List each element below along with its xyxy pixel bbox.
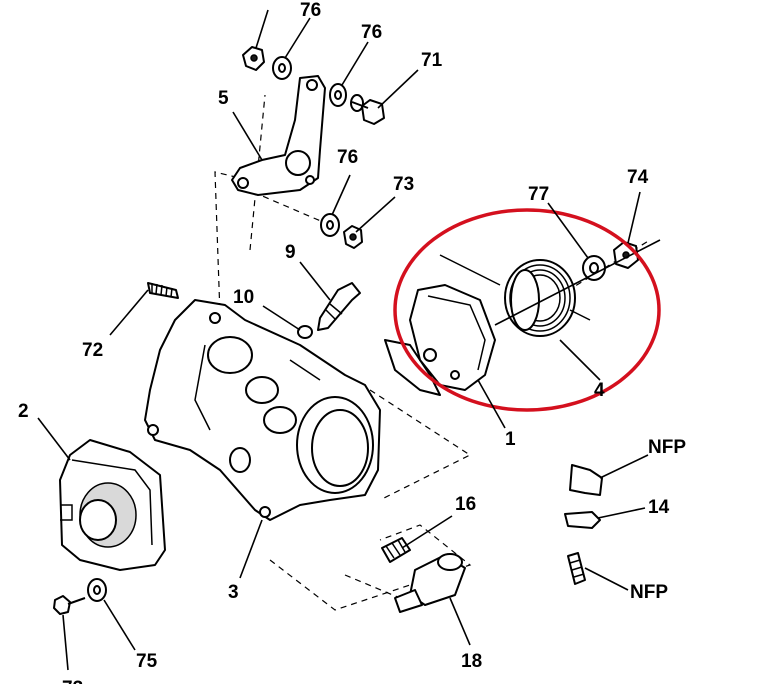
label-16: 16 [455, 494, 476, 515]
label-1: 1 [505, 429, 516, 450]
label-4: 4 [594, 380, 605, 401]
label-74: 74 [627, 167, 649, 188]
label-3: 3 [228, 582, 239, 603]
label-76-top: 76 [300, 0, 321, 21]
label-5: 5 [218, 88, 229, 109]
connector-part-16 [381, 537, 411, 563]
callout-labels: 76 76 71 5 76 73 9 10 72 77 74 1 4 2 3 N… [18, 0, 686, 684]
label-72: 72 [82, 340, 103, 361]
screw-bottom-left [53, 595, 86, 615]
bolt-71 [351, 99, 385, 125]
sensor-part-18 [394, 553, 466, 613]
cover-part-2 [59, 439, 166, 571]
bracket-part-5 [231, 75, 326, 196]
label-71: 71 [421, 50, 443, 71]
throttle-lever-part-1 [384, 284, 496, 396]
clip-nfp-top [569, 464, 603, 496]
washer-part-10 [297, 325, 313, 339]
label-76-lower: 76 [337, 147, 358, 168]
label-73: 73 [393, 174, 414, 195]
throttle-body-part-3 [144, 299, 381, 521]
nut-76-top [242, 46, 265, 71]
spring-nfp-bottom [567, 552, 586, 585]
spring-part-4 [439, 254, 591, 337]
clip-part-14 [564, 511, 601, 529]
washer-part-77 [582, 255, 606, 281]
label-73-bottom: 73 [62, 678, 83, 684]
stud-part-72 [147, 282, 179, 299]
label-18: 18 [461, 651, 482, 672]
highlight-circle [393, 208, 661, 412]
label-76-right: 76 [361, 22, 382, 43]
pin-part-9 [317, 282, 361, 331]
label-10: 10 [233, 287, 254, 308]
leader-lines [37, 9, 649, 671]
label-77: 77 [528, 184, 549, 205]
washer-part-75 [87, 578, 107, 602]
washer-76-top [272, 56, 292, 80]
label-9: 9 [285, 242, 296, 263]
label-75: 75 [136, 651, 158, 672]
washer-76-right [329, 83, 347, 107]
label-nfp-top: NFP [648, 437, 686, 458]
label-nfp-bottom: NFP [630, 582, 668, 603]
label-2: 2 [18, 401, 29, 422]
label-14: 14 [648, 497, 670, 518]
spindle-axis [494, 239, 661, 326]
washer-76-lower [320, 213, 340, 237]
